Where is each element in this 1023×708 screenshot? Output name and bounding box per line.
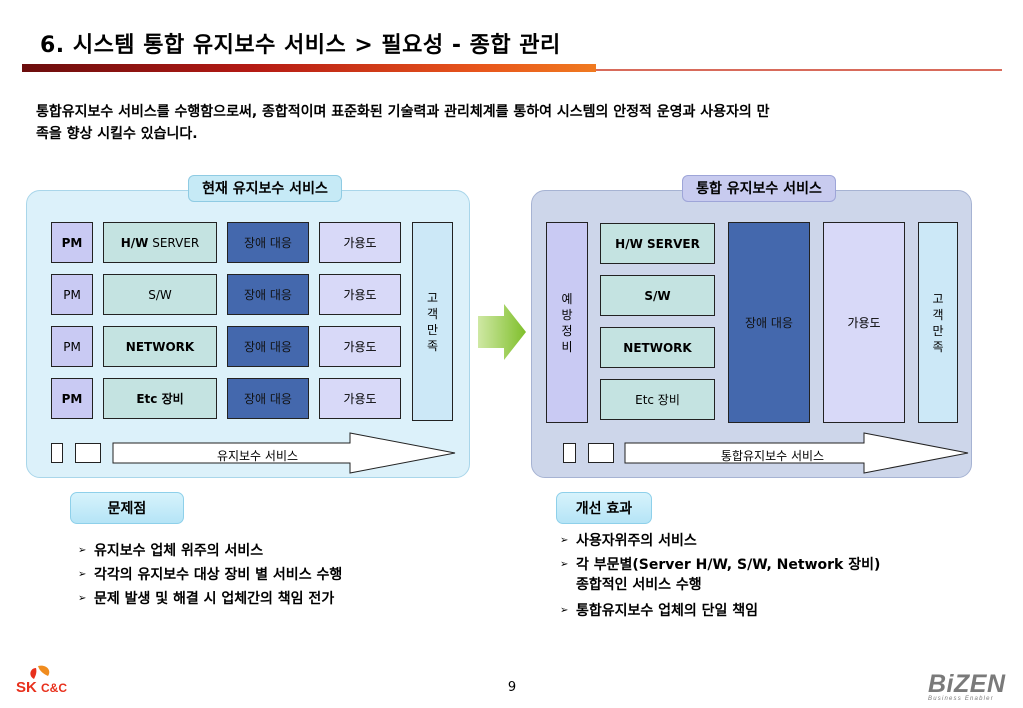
problems-label: 문제점 bbox=[70, 492, 184, 524]
service-arrow-icon bbox=[112, 432, 456, 474]
page-number: 9 bbox=[507, 680, 517, 695]
customer-char: 족 bbox=[932, 339, 944, 354]
prevention-char: 예 bbox=[561, 291, 573, 306]
intro-text: 통합유지보수 서비스를 수행함으로써, 종합적이며 표준화된 기술력과 관리체계… bbox=[36, 101, 966, 145]
improvements-label: 개선 효과 bbox=[556, 492, 652, 524]
list-item: ➢사용자위주의 서비스 bbox=[560, 533, 697, 549]
customer-satisfaction-cell: 고 객 만 족 bbox=[412, 222, 453, 421]
small-square-icon bbox=[563, 443, 576, 463]
failure-response-cell: 장애 대응 bbox=[227, 378, 309, 419]
availability-cell: 가용도 bbox=[319, 274, 401, 315]
customer-char: 족 bbox=[426, 338, 439, 353]
customer-char: 만 bbox=[932, 323, 944, 338]
list-item: ➢문제 발생 및 해결 시 업체간의 책임 전가 bbox=[78, 591, 335, 607]
system-cell-hw: H/W SERVER bbox=[600, 223, 715, 264]
intro-line-2: 족을 향상 시킬수 있습니다. bbox=[36, 126, 198, 142]
system-hw-rest: SERVER bbox=[148, 235, 200, 250]
bizen-logo-text: BiZEN bbox=[928, 670, 1006, 698]
system-cell-sw: S/W bbox=[103, 274, 217, 315]
customer-char: 고 bbox=[426, 290, 439, 305]
customer-char: 객 bbox=[426, 306, 439, 321]
small-square-icon bbox=[588, 443, 614, 463]
integrated-service-title: 통합 유지보수 서비스 bbox=[682, 175, 836, 202]
integrated-service-arrow-icon bbox=[624, 432, 969, 474]
failure-response-cell: 장애 대응 bbox=[728, 222, 810, 423]
page-title: 6. 시스템 통합 유지보수 서비스 > 필요성 - 종합 관리 bbox=[40, 33, 561, 58]
title-underline bbox=[22, 64, 1002, 73]
pm-cell: PM bbox=[51, 274, 93, 315]
failure-response-cell: 장애 대응 bbox=[227, 222, 309, 263]
list-item: ➢각각의 유지보수 대상 장비 별 서비스 수행 bbox=[78, 567, 343, 583]
small-square-icon bbox=[51, 443, 63, 463]
customer-char: 고 bbox=[932, 291, 944, 306]
system-cell-network: NETWORK bbox=[103, 326, 217, 367]
system-cell-hw: H/W SERVER bbox=[103, 222, 217, 263]
system-hw-bold: H/W bbox=[120, 235, 149, 250]
intro-line-1: 통합유지보수 서비스를 수행함으로써, 종합적이며 표준화된 기술력과 관리체계… bbox=[36, 104, 770, 120]
logo-sk-text: SK bbox=[16, 679, 37, 696]
failure-response-cell: 장애 대응 bbox=[227, 274, 309, 315]
system-cell-network: NETWORK bbox=[600, 327, 715, 368]
pm-cell: PM bbox=[51, 378, 93, 419]
availability-cell: 가용도 bbox=[823, 222, 905, 423]
current-service-title: 현재 유지보수 서비스 bbox=[188, 175, 342, 202]
bizen-logo: BiZEN Business Enabler bbox=[928, 672, 1020, 706]
availability-cell: 가용도 bbox=[319, 222, 401, 263]
improvements-list: ➢사용자위주의 서비스 ➢각 부문별(Server H/W, S/W, Netw… bbox=[560, 531, 880, 621]
preventive-maintenance-cell: 예 방 정 비 bbox=[546, 222, 588, 423]
bizen-logo-tagline: Business Enabler bbox=[928, 696, 994, 702]
customer-char: 만 bbox=[426, 322, 439, 337]
sk-butterfly-icon bbox=[30, 665, 50, 679]
customer-satisfaction-cell: 고 객 만 족 bbox=[918, 222, 958, 423]
list-item: ➢통합유지보수 업체의 단일 책임 bbox=[560, 603, 759, 619]
service-arrow-label: 유지보수 서비스 bbox=[216, 449, 299, 463]
system-cell-sw: S/W bbox=[600, 275, 715, 316]
availability-cell: 가용도 bbox=[319, 326, 401, 367]
customer-char: 객 bbox=[932, 307, 944, 322]
problems-list: ➢유지보수 업체 위주의 서비스 ➢각각의 유지보수 대상 장비 별 서비스 수… bbox=[78, 539, 342, 611]
failure-response-cell: 장애 대응 bbox=[227, 326, 309, 367]
sk-cc-logo: SK C&C bbox=[16, 662, 86, 698]
transition-arrow-icon bbox=[478, 304, 526, 360]
pm-cell: PM bbox=[51, 326, 93, 367]
integrated-service-arrow-label: 통합유지보수 서비스 bbox=[720, 449, 825, 463]
prevention-char: 방 bbox=[561, 307, 573, 322]
small-square-icon bbox=[75, 443, 101, 463]
prevention-char: 정 bbox=[561, 323, 573, 338]
availability-cell: 가용도 bbox=[319, 378, 401, 419]
system-cell-etc: Etc 장비 bbox=[600, 379, 715, 420]
system-cell-etc: Etc 장비 bbox=[103, 378, 217, 419]
prevention-char: 비 bbox=[561, 339, 573, 354]
pm-cell: PM bbox=[51, 222, 93, 263]
list-item: ➢유지보수 업체 위주의 서비스 bbox=[78, 543, 264, 559]
list-item: ➢각 부문별(Server H/W, S/W, Network 장비) bbox=[560, 557, 881, 573]
list-item-continuation: 종합적인 서비스 수행 bbox=[576, 577, 702, 593]
logo-cc-text: C&C bbox=[41, 681, 68, 695]
